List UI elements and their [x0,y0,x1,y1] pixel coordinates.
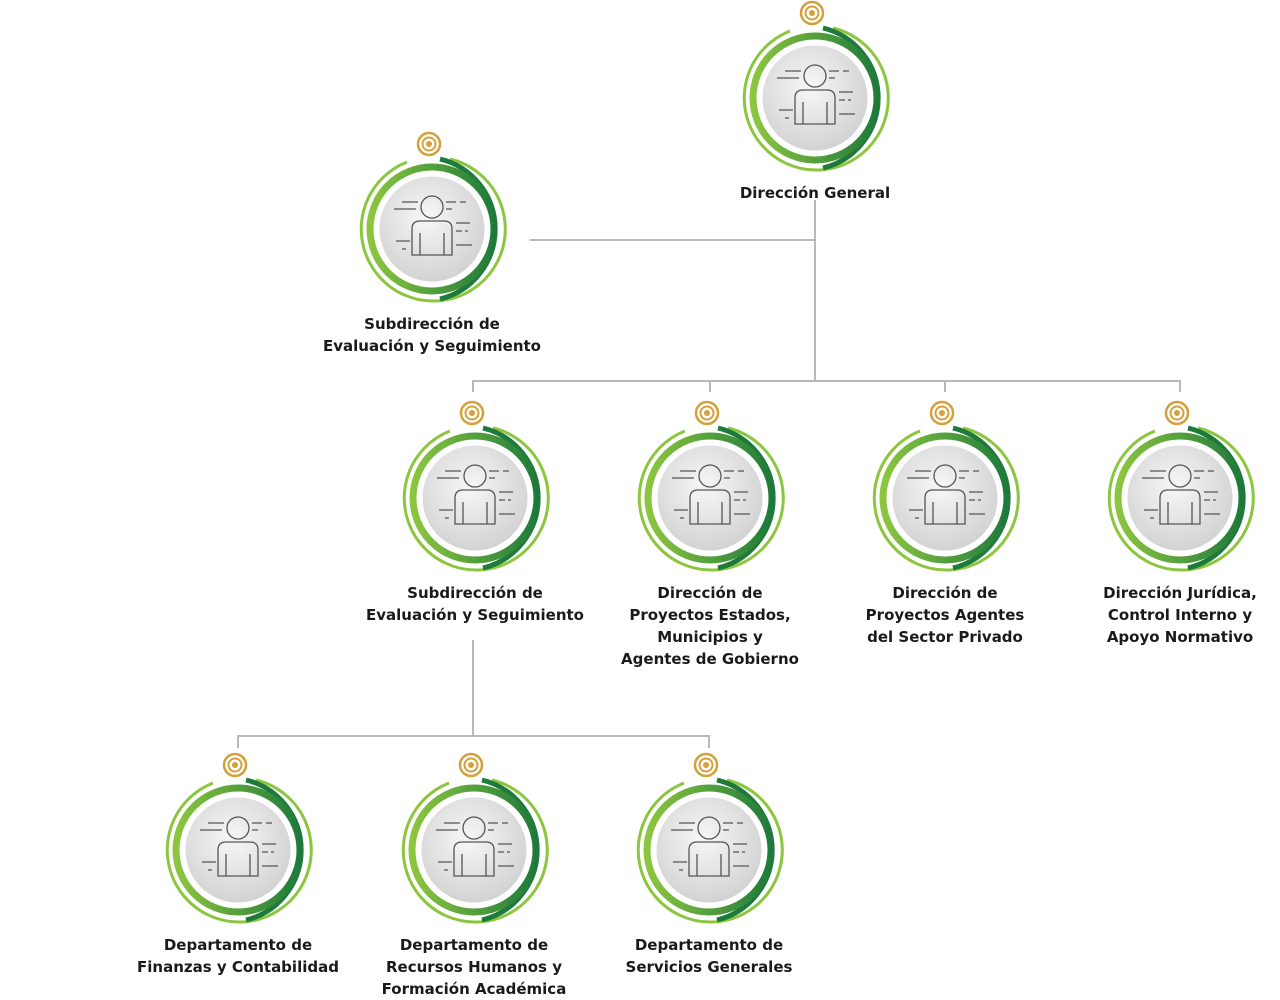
connector-line [237,735,239,748]
connector-line [709,380,711,392]
node-title: Departamento de Recursos Humanos y Formaci… [354,934,594,1000]
node-title-line: Subdirección de [364,315,500,333]
node-title: Departamento de Servicios Generales [589,934,829,978]
node-title: Dirección General [695,182,935,204]
node-title: Dirección de Proyectos Agentes del Sector … [825,582,1065,648]
medallion-icon [1164,400,1190,426]
connector-line [472,640,474,736]
medallion-icon [459,400,485,426]
node-title: Dirección de Proyectos Estados, Municipios… [590,582,830,670]
connector-line [237,735,709,737]
connector-line [1179,380,1181,392]
node-title-line: Departamento de [634,936,784,954]
node-title-line: Recursos Humanos y [386,958,562,976]
connector-line [472,380,1181,382]
node-title-line: Formación Académica [381,980,567,998]
node-title: Departamento de Finanzas y Contabilidad [118,934,358,978]
node-title-line: Departamento de [163,936,313,954]
node-title: Subdirección de Evaluación y Seguimiento [355,582,595,626]
medallion-icon [222,752,248,778]
node-title-line: del Sector Privado [867,628,1023,646]
person-avatar-icon [359,131,507,303]
person-avatar-icon [1107,400,1255,572]
connector-line [708,735,710,748]
node-title-line: Agentes de Gobierno [621,650,799,668]
node-title-line: Apoyo Normativo [1106,628,1254,646]
node-title-line: Dirección Jurídica, [1103,584,1257,602]
node-title-line: Proyectos Agentes [865,606,1025,624]
node-title-line: Finanzas y Contabilidad [137,958,339,976]
person-avatar-icon [872,400,1020,572]
connector-line [814,200,816,381]
medallion-icon [416,131,442,157]
person-avatar-icon [402,400,550,572]
node-title-line: Dirección General [739,184,891,202]
connector-line [472,380,474,392]
node-title-line: Servicios Generales [625,958,793,976]
node-title-line: Control Interno y [1107,606,1253,624]
node-title: Subdirección de Evaluación y Seguimiento [312,313,552,357]
node-title-line: Subdirección de [407,584,543,602]
medallion-icon [693,752,719,778]
node-title-line: Proyectos Estados, [629,606,791,624]
node-title-line: Evaluación y Seguimiento [323,337,541,355]
person-avatar-icon [637,400,785,572]
medallion-icon [694,400,720,426]
node-title: Dirección Jurídica, Control Interno y Apoy… [1060,582,1280,648]
node-title-line: Municipios y [657,628,763,646]
person-avatar-icon [636,752,784,924]
person-avatar-icon [165,752,313,924]
connector-line [944,380,946,392]
person-avatar-icon [401,752,549,924]
medallion-icon [929,400,955,426]
node-title-line: Dirección de [657,584,763,602]
connector-line [530,239,815,241]
node-title-line: Dirección de [892,584,998,602]
node-title-line: Departamento de [399,936,549,954]
medallion-icon [799,0,825,26]
node-title-line: Evaluación y Seguimiento [366,606,584,624]
person-avatar-icon [742,0,890,172]
medallion-icon [458,752,484,778]
